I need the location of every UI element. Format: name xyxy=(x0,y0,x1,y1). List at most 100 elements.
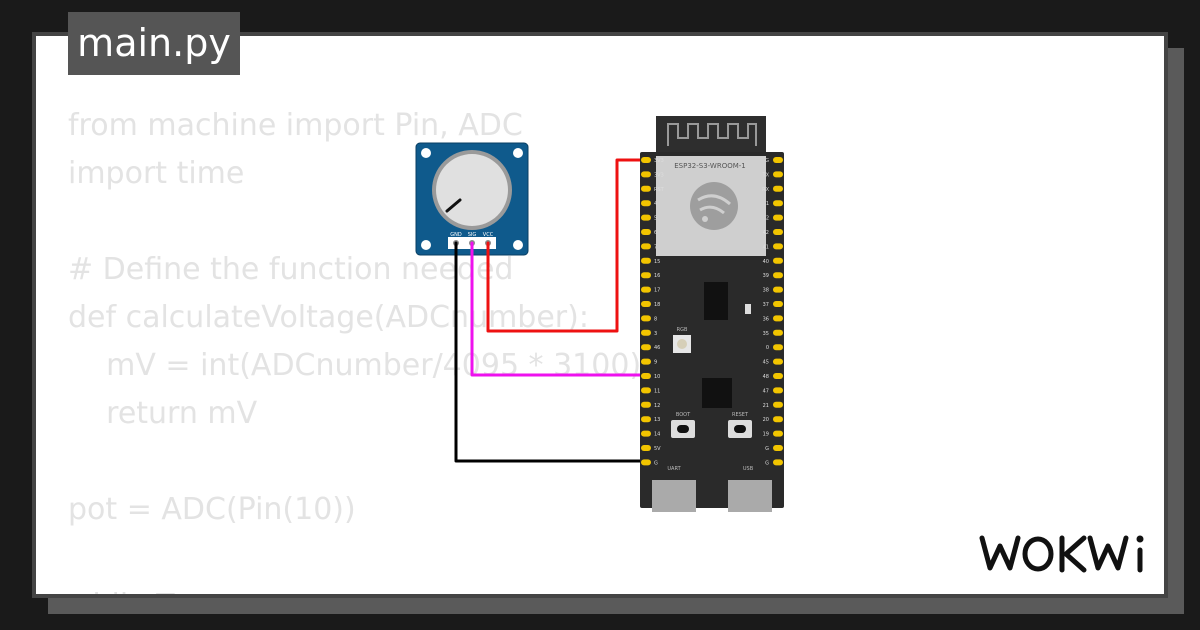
board-pin-right[interactable] xyxy=(773,401,783,408)
code-line: import time xyxy=(68,156,245,191)
board-pin-left[interactable] xyxy=(641,416,651,423)
board-pin-left[interactable] xyxy=(641,301,651,307)
board-pin-label: G xyxy=(765,460,769,466)
board-pin-right[interactable] xyxy=(773,459,783,466)
board-pin-label: 6 xyxy=(654,230,657,236)
wire-gnd[interactable] xyxy=(454,241,648,463)
board-pin-right[interactable] xyxy=(773,185,783,192)
board-pin-label: 42 xyxy=(763,230,769,236)
board-pin-label: 15 xyxy=(654,259,660,265)
board-pin-label: RST xyxy=(654,187,665,193)
board-pin-label: 0 xyxy=(766,345,769,351)
wire-sig[interactable] xyxy=(470,241,648,377)
board-pin-label: 8 xyxy=(654,316,657,322)
board-pin-right[interactable] xyxy=(773,445,783,451)
potentiometer[interactable]: GND SIG VCC xyxy=(415,142,529,256)
code-line: while True: xyxy=(68,588,230,594)
pot-pin-label: GND xyxy=(450,232,462,238)
board-pin-right[interactable] xyxy=(773,430,783,437)
board-pin-label: 40 xyxy=(763,259,769,265)
board-pin-right[interactable] xyxy=(773,358,783,365)
board-pin-left[interactable] xyxy=(641,430,651,437)
board-pin-left[interactable] xyxy=(641,344,651,351)
board-pin-left[interactable] xyxy=(641,315,651,322)
board-pin-right[interactable] xyxy=(773,329,783,336)
reset-label: RESET xyxy=(732,412,749,418)
uart-label: UART xyxy=(667,466,681,472)
board-pin-left[interactable] xyxy=(641,171,651,178)
rgb-label: RGB xyxy=(677,327,688,333)
board-pin-label: 5V xyxy=(654,446,661,452)
board-pin-left[interactable] xyxy=(641,214,651,221)
board-pin-left[interactable] xyxy=(641,243,651,250)
code-line: def calculateVoltage(ADCnumber): xyxy=(68,300,589,335)
board-pin-right[interactable] xyxy=(773,373,783,379)
board-pin-right[interactable] xyxy=(773,315,783,322)
code-line: mV = int(ADCnumber/4095 * 3100) xyxy=(68,348,642,383)
usb-port[interactable] xyxy=(728,480,772,512)
board-pin-label: G xyxy=(765,158,769,164)
code-line: return mV xyxy=(68,396,258,431)
board-pin-right[interactable] xyxy=(773,416,783,423)
board-pin-label: 39 xyxy=(763,273,769,279)
board-pin-right[interactable] xyxy=(773,257,783,264)
board-pin-label: G xyxy=(654,460,658,466)
board-pin-right[interactable] xyxy=(773,214,783,221)
board-pin-left[interactable] xyxy=(641,401,651,408)
board-pin-left[interactable] xyxy=(641,358,651,365)
board-pin-right[interactable] xyxy=(773,272,783,279)
board-pin-label: G xyxy=(765,446,769,452)
board-pin-left[interactable] xyxy=(641,459,651,466)
code-card: from machine import Pin, ADC import time… xyxy=(32,32,1168,598)
board-pin-right[interactable] xyxy=(773,286,783,293)
board-pin-label: 9 xyxy=(654,360,657,366)
board-pin-left[interactable] xyxy=(641,272,651,279)
board-pin-left[interactable] xyxy=(641,185,651,192)
code-listing: from machine import Pin, ADC import time… xyxy=(68,102,642,594)
board-pin-left[interactable] xyxy=(641,257,651,264)
board-pin-label: 47 xyxy=(763,388,769,394)
board-pin-label: 19 xyxy=(763,432,769,438)
board-pin-label: 20 xyxy=(763,417,769,423)
board-pin-label: 18 xyxy=(654,302,660,308)
board-pin-left[interactable] xyxy=(641,329,651,336)
board-pin-label: 45 xyxy=(763,360,769,366)
esp32-board[interactable]: ESP32-S3-WROOM-1 RGB BOOT RESET UART USB xyxy=(640,116,784,512)
board-pin-left[interactable] xyxy=(641,157,651,163)
file-tab[interactable]: main.py xyxy=(68,12,240,75)
board-pin-label: TX xyxy=(762,172,770,178)
board-pin-right[interactable] xyxy=(773,157,783,163)
board-pin-right[interactable] xyxy=(773,301,783,307)
rgb-led xyxy=(673,335,691,353)
board-pin-label: RX xyxy=(762,187,769,193)
uart-usb-port[interactable] xyxy=(652,480,696,512)
board-pin-label: 35 xyxy=(763,331,769,337)
board-pin-left[interactable] xyxy=(641,387,651,394)
board-pin-right[interactable] xyxy=(773,387,783,394)
pot-pin-label: SIG xyxy=(468,232,477,238)
board-pin-left[interactable] xyxy=(641,200,651,207)
board-pin-left[interactable] xyxy=(641,373,651,379)
board-pin-label: 21 xyxy=(763,403,769,409)
board-pin-right[interactable] xyxy=(773,229,783,235)
wire-vcc[interactable] xyxy=(486,158,648,333)
board-pin-label: 4 xyxy=(654,201,657,207)
board-pin-label: 37 xyxy=(763,302,769,308)
board-pin-right[interactable] xyxy=(773,243,783,250)
board-pin-right[interactable] xyxy=(773,171,783,178)
code-line: # Define the function needed xyxy=(68,252,514,287)
board-pin-label: 3V3 xyxy=(654,158,664,164)
board-pin-left[interactable] xyxy=(641,445,651,451)
boot-button[interactable] xyxy=(671,420,695,438)
code-line: from machine import Pin, ADC xyxy=(68,108,523,143)
board-pin-label: 48 xyxy=(763,374,769,380)
board-pin-right[interactable] xyxy=(773,200,783,207)
board-pin-label: 3 xyxy=(654,331,657,337)
board-pin-right[interactable] xyxy=(773,344,783,351)
board-pin-left[interactable] xyxy=(641,286,651,293)
reset-button[interactable] xyxy=(728,420,752,438)
board-pin-left[interactable] xyxy=(641,229,651,235)
board-pin-label: 14 xyxy=(654,432,660,438)
usb-label: USB xyxy=(743,466,754,472)
pot-pin-label: VCC xyxy=(483,232,494,238)
